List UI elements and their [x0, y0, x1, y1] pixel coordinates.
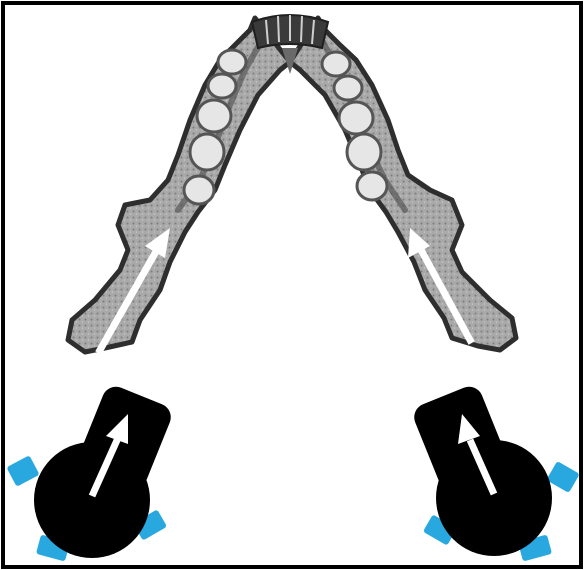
right-probe-body: [436, 440, 552, 556]
left-probe-body: [34, 442, 150, 558]
